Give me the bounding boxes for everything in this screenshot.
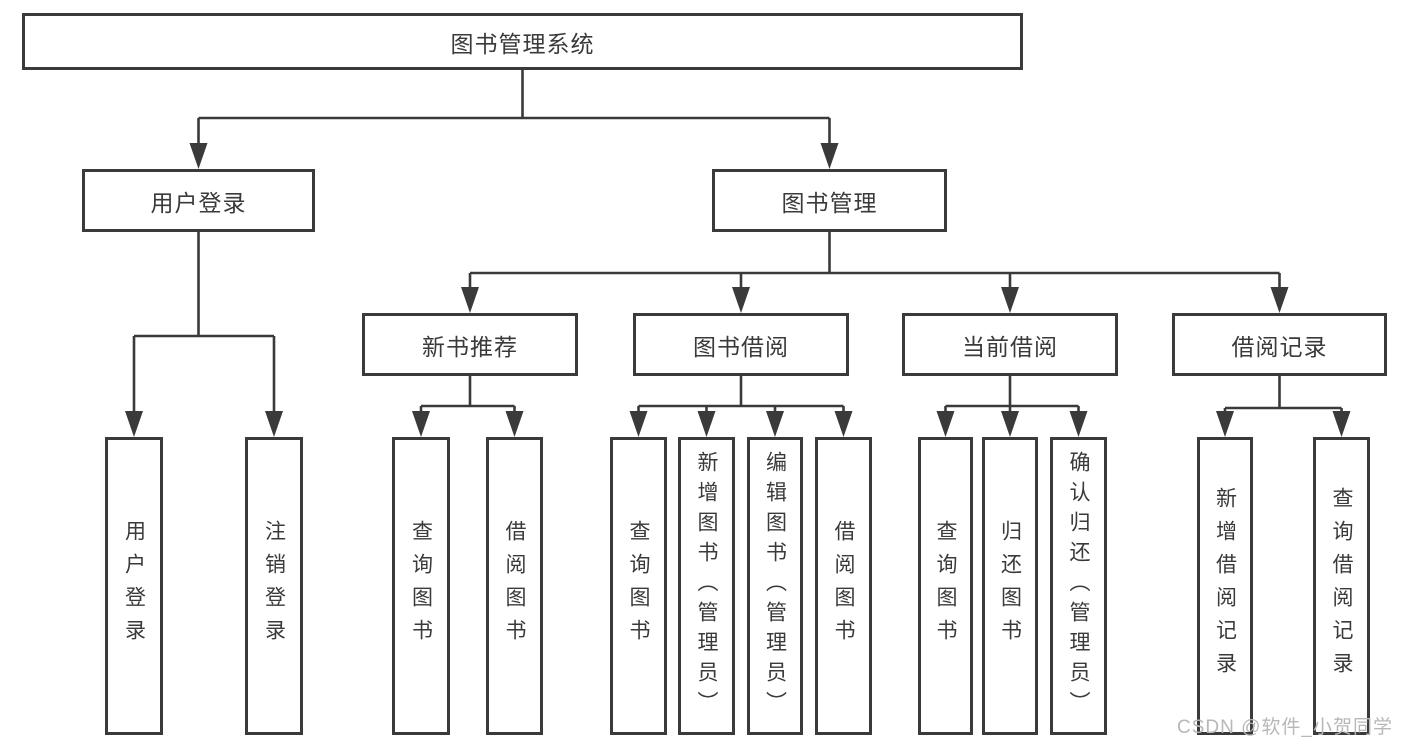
leaf-user-login: 用户登录 (105, 437, 163, 735)
leaf-edit-book-admin: 编辑图书（管理员） (747, 437, 803, 735)
leaf-add-borrow-record: 新增借阅记录 (1197, 437, 1253, 735)
leaf-query-books-borrow: 查询图书 (610, 437, 667, 735)
node-book-management: 图书管理 (712, 169, 947, 232)
leaf-logout: 注销登录 (245, 437, 303, 735)
node-book-borrow: 图书借阅 (633, 313, 849, 376)
leaf-return-book: 归还图书 (982, 437, 1038, 735)
node-library-system: 图书管理系统 (22, 13, 1023, 70)
node-user-login: 用户登录 (82, 169, 315, 232)
leaf-add-book-admin: 新增图书（管理员） (678, 437, 735, 735)
leaf-query-books-recommend: 查询图书 (392, 437, 450, 735)
leaf-borrow-books-recommend: 借阅图书 (486, 437, 543, 735)
leaf-query-borrow-record: 查询借阅记录 (1313, 437, 1370, 735)
node-current-borrow: 当前借阅 (902, 313, 1118, 376)
leaf-borrow-books-borrow: 借阅图书 (815, 437, 872, 735)
node-new-book-recommend: 新书推荐 (362, 313, 578, 376)
node-borrow-records: 借阅记录 (1172, 313, 1387, 376)
leaf-confirm-return-admin: 确认归还（管理员） (1050, 437, 1107, 735)
leaf-query-books-current: 查询图书 (918, 437, 973, 735)
